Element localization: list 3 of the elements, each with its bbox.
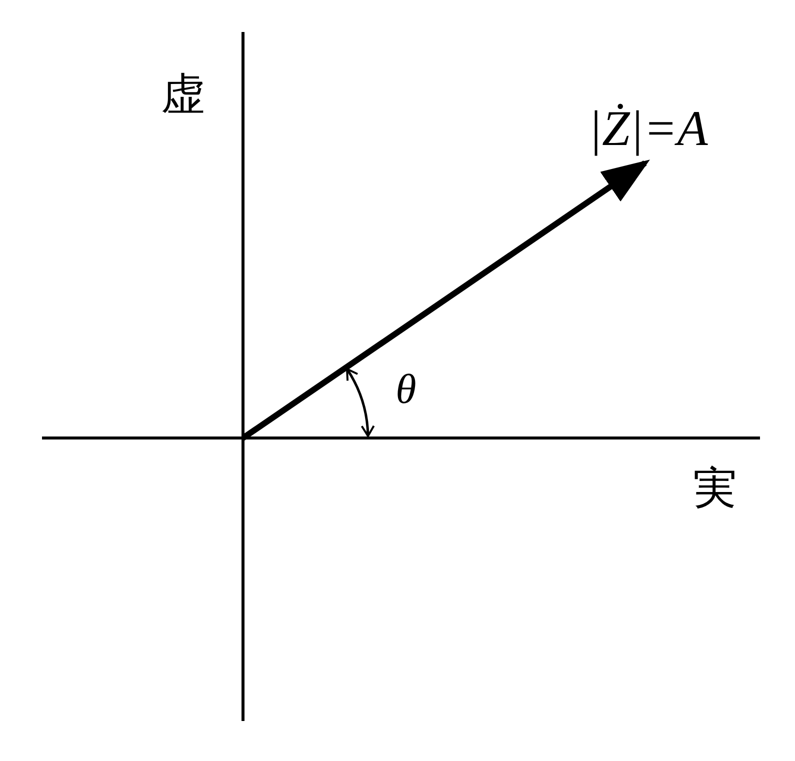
axis-label: 実 bbox=[693, 467, 737, 511]
angle-label: θ bbox=[396, 369, 416, 411]
axis-label: 虚 bbox=[161, 73, 205, 117]
